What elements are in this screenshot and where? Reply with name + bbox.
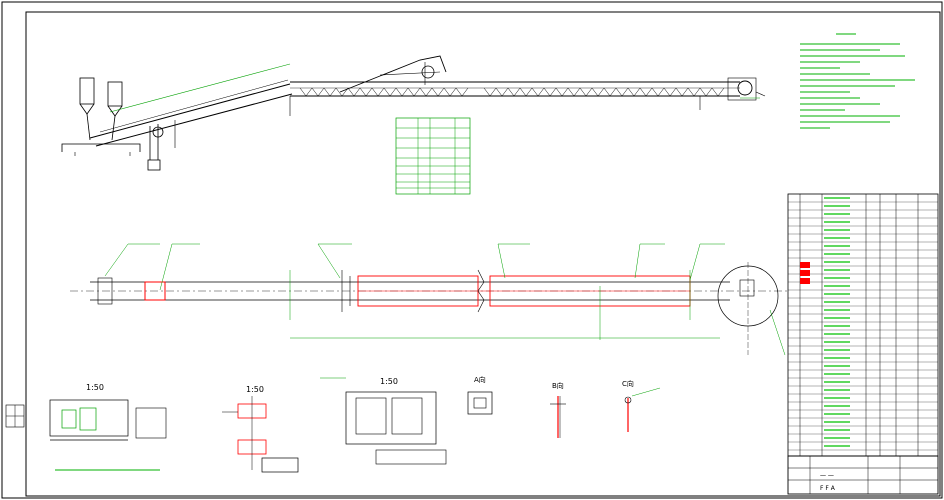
bom-highlight-1 [800, 262, 810, 268]
ground-frame [61, 143, 141, 152]
tail-pulley [152, 126, 164, 138]
title-block-row2: F F A [820, 485, 836, 492]
truss-segment-1 [299, 87, 469, 97]
sheet-inner-border [25, 11, 941, 497]
incline-dimension-line [109, 63, 291, 113]
bom-highlight-3 [800, 278, 810, 284]
detail-view-b: B向 [550, 381, 566, 438]
detail-scale-3: 1:50 [380, 377, 398, 386]
bom-highlight-2 [800, 270, 810, 276]
detail-view-c: C向 [622, 379, 661, 432]
drive-frame-highlight [144, 281, 166, 301]
parts-list-table [787, 193, 939, 457]
view-label-b: B向 [552, 381, 564, 390]
detail-view-tripper: 1:50 [320, 377, 447, 465]
feed-hoppers [79, 77, 123, 141]
detail-view-a: A向 [467, 375, 493, 415]
inclined-belt-bottom [95, 93, 293, 147]
inclined-belt-top [89, 83, 291, 139]
detail-view-pulley: 1:50 [222, 385, 299, 473]
tripper-unit [339, 55, 447, 93]
conveyor-elevation-view [61, 55, 766, 171]
break-mark [477, 269, 485, 313]
detail-scale-2: 1:50 [246, 385, 264, 394]
title-block-row1: 一 一 [820, 473, 834, 480]
technical-notes [800, 33, 915, 129]
head-pulley-unit [727, 77, 766, 101]
detail-view-drive: 1:50 [49, 383, 167, 471]
technical-parameter-table [395, 117, 471, 195]
view-label-c: C向 [622, 379, 634, 388]
conveyor-plan-view [70, 243, 790, 356]
title-block: 一 一 F F A [787, 455, 939, 495]
detail-scale-1: 1:50 [86, 383, 104, 392]
view-label-a: A向 [474, 375, 486, 384]
binding-strip [5, 404, 25, 428]
truss-segment-2 [483, 87, 725, 97]
